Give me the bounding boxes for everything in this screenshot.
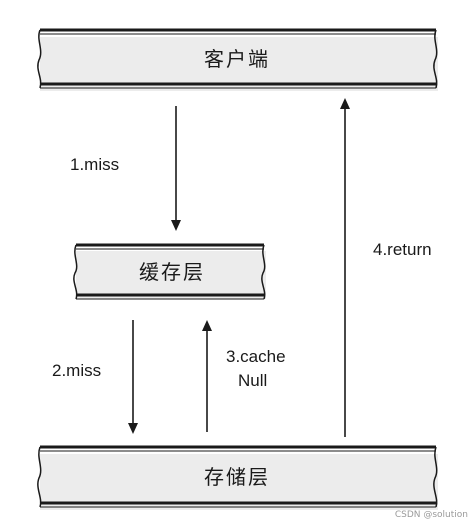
edge-storage-to-client: 4.return [340, 98, 432, 437]
edge-storage-to-cache: 3.cache Null [202, 320, 286, 432]
edge-label-1-miss: 1.miss [70, 155, 119, 174]
edge-client-to-cache: 1.miss [70, 106, 181, 231]
client-label: 客户端 [204, 47, 270, 71]
storage-node: 存储层 [37, 445, 438, 510]
cache-label: 缓存层 [139, 260, 205, 284]
edge-label-3-cache: 3.cache [226, 347, 286, 366]
edge-label-3-null: Null [238, 371, 267, 390]
edge-cache-to-storage: 2.miss [52, 320, 138, 434]
client-node: 客户端 [37, 28, 438, 91]
cache-node: 缓存层 [73, 243, 266, 300]
edge-label-4-return: 4.return [373, 240, 432, 259]
edge-label-2-miss: 2.miss [52, 361, 101, 380]
storage-label: 存储层 [204, 465, 270, 489]
watermark-text: CSDN @solution [395, 510, 468, 520]
